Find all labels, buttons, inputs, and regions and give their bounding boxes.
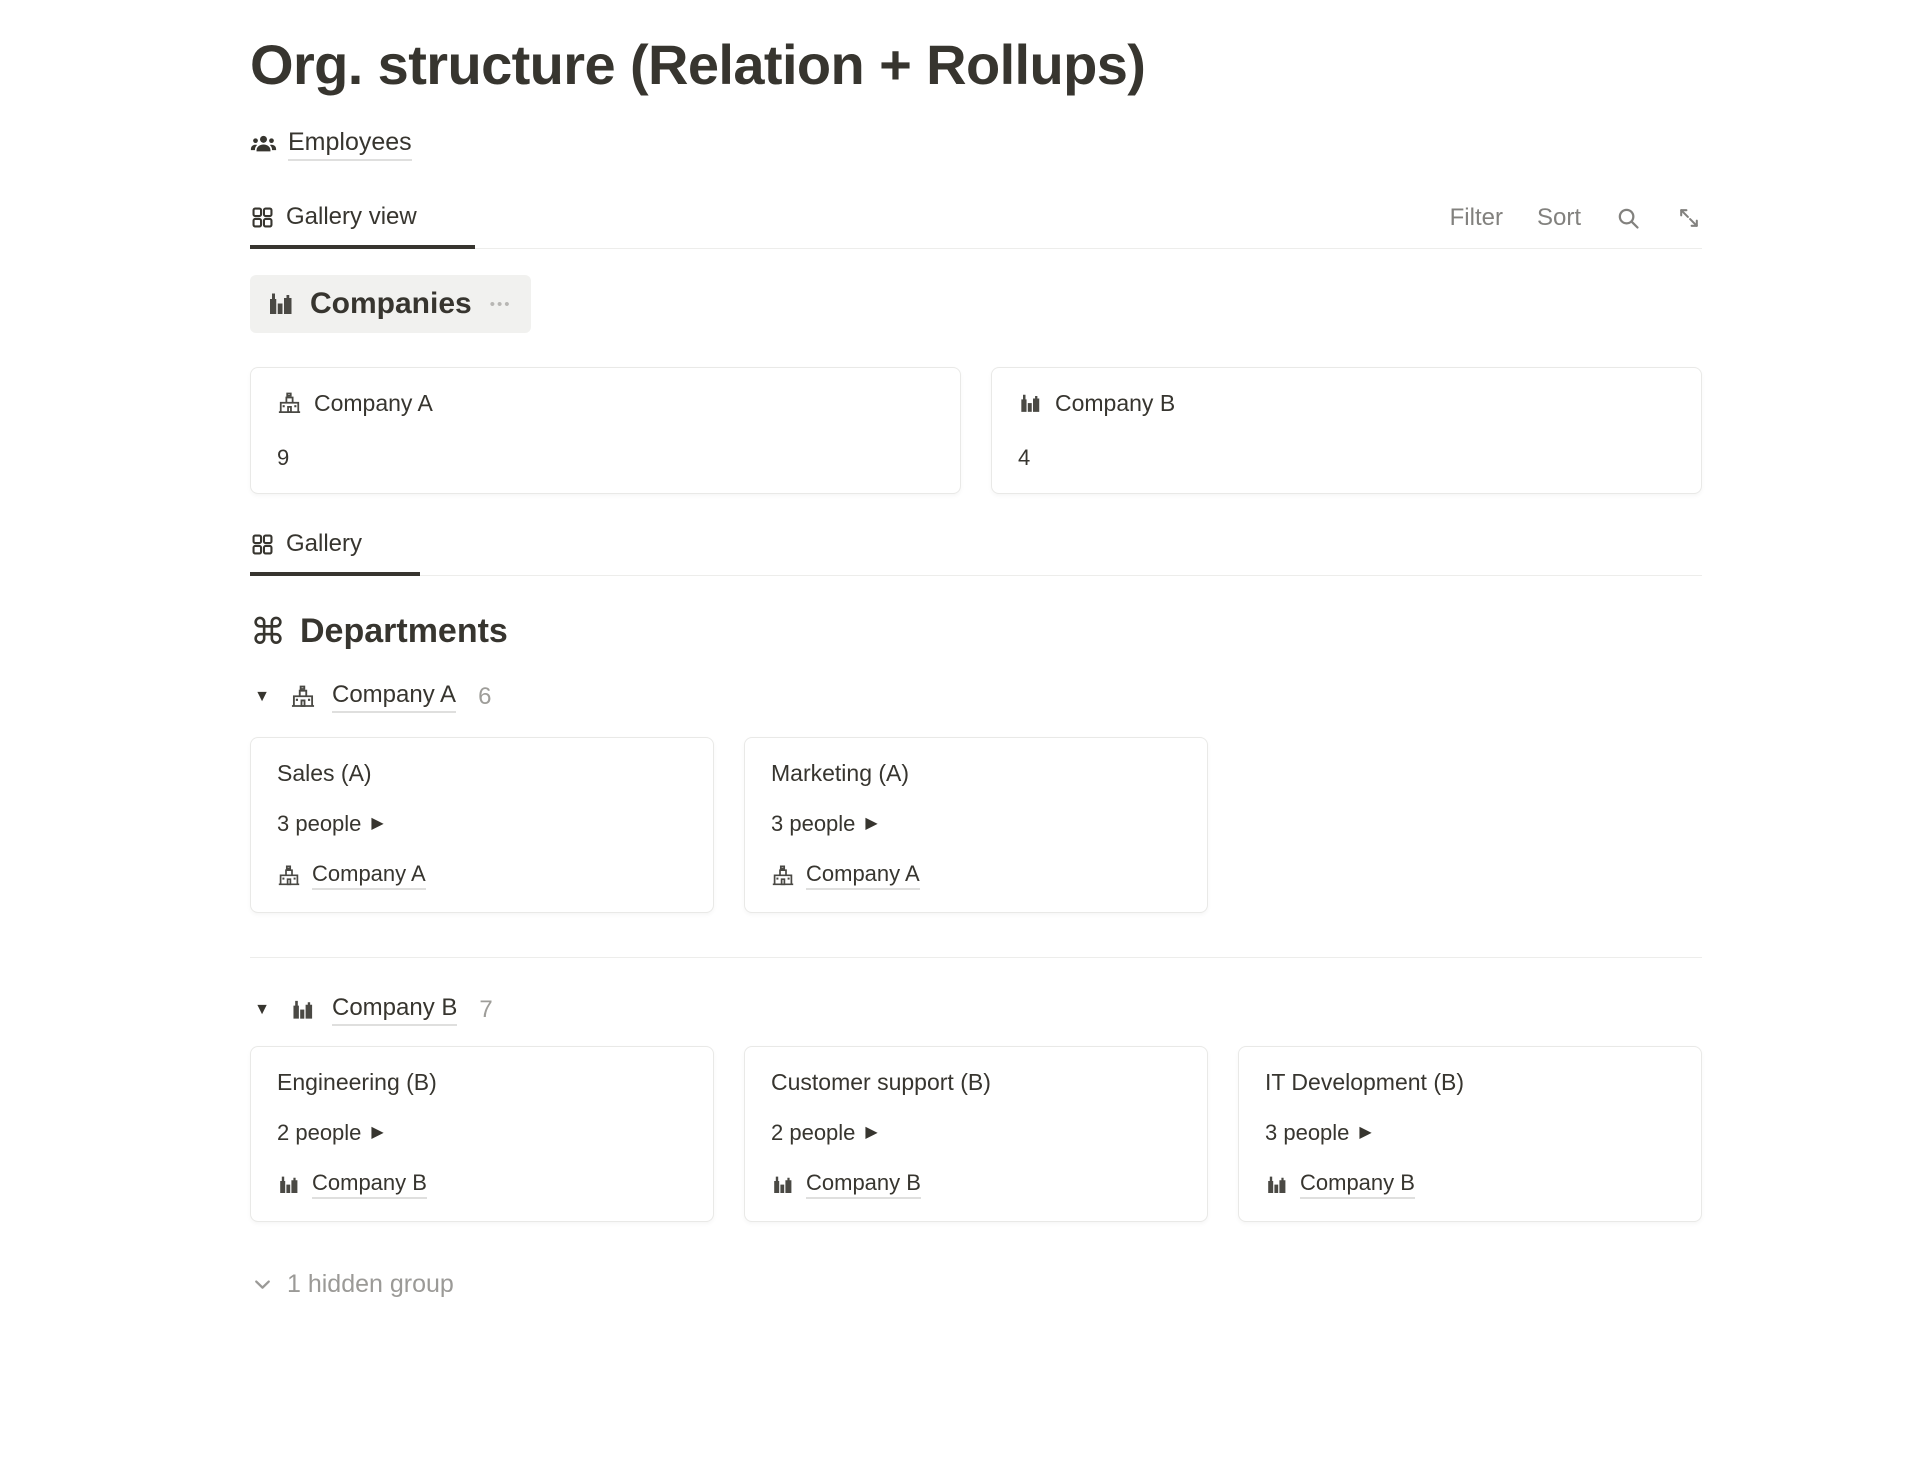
people-rollup[interactable]: 3 people ▶: [277, 811, 384, 837]
company-card-name: Company B: [1055, 390, 1176, 416]
school-building-icon: [277, 865, 301, 885]
expand-rollup-icon: ▶: [371, 1124, 384, 1141]
gallery-icon: [252, 534, 273, 554]
school-building-icon: [277, 392, 302, 414]
expand-rollup-icon: ▶: [865, 1124, 878, 1141]
collapse-toggle-icon[interactable]: ▼: [254, 1001, 270, 1018]
department-card[interactable]: IT Development (B) 3 people ▶ Company B: [1238, 1046, 1702, 1222]
department-card[interactable]: Marketing (A) 3 people ▶ Company A: [744, 737, 1208, 913]
people-rollup[interactable]: 2 people ▶: [277, 1120, 384, 1146]
group-header-company-b: ▼ Company B 7: [250, 994, 1702, 1026]
gallery-icon: [252, 207, 273, 227]
department-title: IT Development (B): [1265, 1069, 1464, 1095]
company-card-name: Company A: [314, 390, 433, 416]
company-relation-link[interactable]: Company B: [806, 1170, 921, 1199]
city-building-icon: [293, 1000, 313, 1019]
school-building-icon: [291, 685, 315, 707]
tab-gallery-label: Gallery: [286, 530, 363, 557]
people-count: 2 people: [277, 1120, 362, 1145]
department-card[interactable]: Sales (A) 3 people ▶ Company A: [250, 737, 714, 913]
city-building-icon: [1268, 1176, 1286, 1193]
page-title: Org. structure (Relation + Rollups): [250, 33, 1146, 96]
departments-card-grid: Engineering (B) 2 people ▶ Company B Cus…: [250, 1046, 1702, 1222]
city-building-icon: [774, 1176, 792, 1193]
hidden-group-toggle[interactable]: 1 hidden group: [250, 1270, 454, 1299]
people-count: 3 people: [277, 811, 362, 836]
view-toolbar: Gallery view Filter Sort: [250, 197, 1702, 249]
gallery-toolbar: Gallery: [250, 524, 1702, 576]
toolbar-actions: Filter Sort: [1450, 204, 1702, 248]
company-card[interactable]: Company A 9: [250, 367, 961, 494]
command-icon: ⌘: [250, 610, 286, 652]
companies-title: Companies: [310, 287, 472, 320]
departments-heading: ⌘ Departments: [250, 612, 1702, 651]
departments-card-grid: Sales (A) 3 people ▶ Company A Marketing…: [250, 737, 1702, 913]
tab-gallery-view-label: Gallery view: [286, 203, 417, 230]
company-relation-link[interactable]: Company A: [806, 861, 920, 890]
department-card[interactable]: Customer support (B) 2 people ▶ Company …: [744, 1046, 1208, 1222]
company-rollup-count: 9: [277, 445, 290, 470]
chevron-down-icon: [255, 1280, 270, 1289]
department-title: Engineering (B): [277, 1069, 437, 1095]
employees-link[interactable]: Employees: [250, 128, 412, 161]
city-building-icon: [280, 1176, 298, 1193]
people-count: 3 people: [771, 811, 856, 836]
city-building-icon: [270, 293, 292, 314]
notion-page: Org. structure (Relation + Rollups) Empl…: [250, 0, 1702, 1302]
group-count: 7: [479, 996, 493, 1023]
people-rollup[interactable]: 3 people ▶: [1265, 1120, 1372, 1146]
departments-title: Departments: [300, 612, 508, 650]
group-count: 6: [478, 683, 492, 710]
people-rollup[interactable]: 2 people ▶: [771, 1120, 878, 1146]
expand-rollup-icon: ▶: [371, 815, 384, 832]
city-building-icon: [1021, 394, 1040, 412]
company-rollup-count: 4: [1018, 445, 1031, 470]
tab-gallery-view[interactable]: Gallery view: [250, 197, 475, 249]
more-options-icon[interactable]: •••: [489, 295, 512, 313]
hidden-group-label: 1 hidden group: [287, 1270, 454, 1298]
employees-label: Employees: [288, 128, 412, 161]
people-icon: [250, 135, 277, 152]
department-title: Marketing (A): [771, 760, 910, 786]
expand-icon[interactable]: [1676, 205, 1702, 231]
group-company-link[interactable]: Company B: [332, 994, 458, 1026]
companies-card-grid: Company A 9 Company B 4: [250, 367, 1702, 494]
people-rollup[interactable]: 3 people ▶: [771, 811, 878, 837]
expand-rollup-icon: ▶: [1359, 1124, 1372, 1141]
department-title: Customer support (B): [771, 1069, 991, 1095]
company-card[interactable]: Company B 4: [991, 367, 1702, 494]
people-count: 3 people: [1265, 1120, 1350, 1145]
group-company-link[interactable]: Company A: [332, 681, 457, 713]
company-relation-link[interactable]: Company B: [1300, 1170, 1415, 1199]
tab-gallery[interactable]: Gallery: [250, 524, 421, 576]
company-relation-link[interactable]: Company B: [312, 1170, 427, 1199]
group-header-company-a: ▼ Company A 6: [250, 681, 1702, 713]
department-card[interactable]: Engineering (B) 2 people ▶ Company B: [250, 1046, 714, 1222]
companies-group-header[interactable]: Companies •••: [250, 275, 532, 333]
search-icon[interactable]: [1615, 205, 1642, 232]
school-building-icon: [771, 865, 795, 885]
people-count: 2 people: [771, 1120, 856, 1145]
filter-button[interactable]: Filter: [1449, 204, 1503, 231]
department-title: Sales (A): [277, 760, 372, 786]
expand-rollup-icon: ▶: [865, 815, 878, 832]
group-divider: [250, 957, 1702, 958]
sort-button[interactable]: Sort: [1536, 204, 1581, 231]
collapse-toggle-icon[interactable]: ▼: [254, 688, 270, 705]
company-relation-link[interactable]: Company A: [312, 861, 426, 890]
